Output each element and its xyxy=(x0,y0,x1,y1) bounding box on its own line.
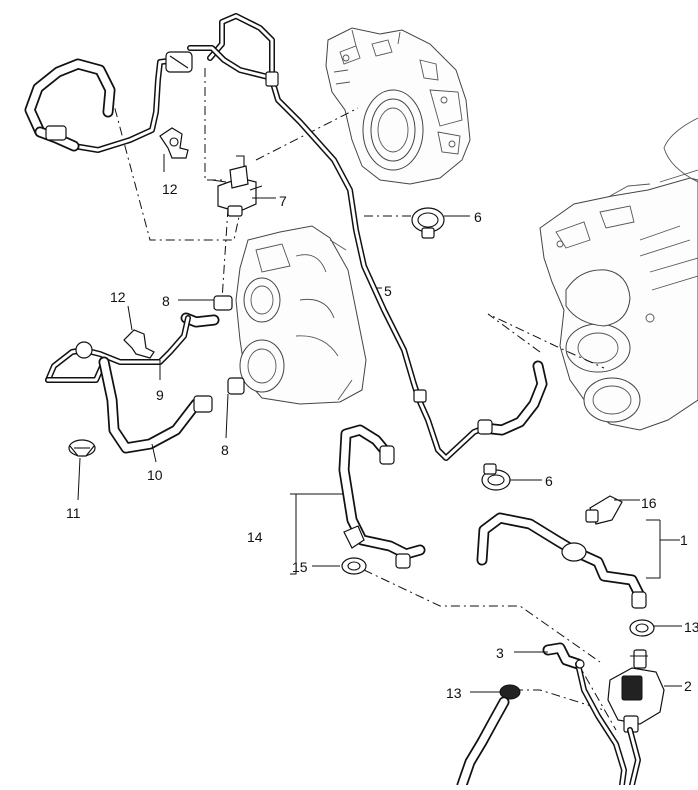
throttle-body-drawing xyxy=(325,27,471,185)
clip-11 xyxy=(68,439,96,457)
connector-16 xyxy=(585,495,623,525)
turbocharger-right-drawing xyxy=(539,169,698,431)
clamp-6-upper xyxy=(411,207,445,239)
leader-lines xyxy=(77,154,682,693)
vacuum-line-9 xyxy=(45,315,191,383)
hose-14 xyxy=(338,424,426,569)
connector-8-lower xyxy=(227,377,245,395)
callout-7: 7 xyxy=(279,193,287,209)
hose-1 xyxy=(476,512,647,609)
callout-9: 9 xyxy=(156,387,164,403)
callout-12-upper: 12 xyxy=(162,181,178,197)
callout-8-lower: 8 xyxy=(221,442,229,458)
callout-10: 10 xyxy=(147,467,163,483)
callout-1: 1 xyxy=(680,532,688,548)
callout-5: 5 xyxy=(384,283,392,299)
clip-15 xyxy=(341,525,367,575)
callout-labels: 1 2 3 13 5 6 6 7 8 8 9 10 11 12 12 13 14… xyxy=(66,181,698,701)
callout-2: 2 xyxy=(684,678,692,694)
callout-11: 11 xyxy=(66,505,81,521)
callout-16: 16 xyxy=(641,495,657,511)
dashed-routing-lines xyxy=(109,68,617,731)
right-edge-cover xyxy=(663,117,698,183)
callout-12-left: 12 xyxy=(110,289,126,305)
callout-3: 3 xyxy=(496,645,504,661)
hose-10 xyxy=(98,356,213,454)
clamp-6-lower xyxy=(481,463,511,491)
upper-left-hose xyxy=(24,51,193,152)
turbocharger-left-drawing xyxy=(235,225,367,405)
solenoid-valve-7 xyxy=(211,155,263,217)
callout-6-lower: 6 xyxy=(545,473,553,489)
callout-13-right: 13 xyxy=(684,619,698,635)
hose-13-lower xyxy=(456,684,521,790)
callout-6-upper: 6 xyxy=(474,209,482,225)
valve-2 xyxy=(607,649,665,733)
clamp-13-right xyxy=(629,619,655,637)
callout-8-upper: 8 xyxy=(162,293,170,309)
callout-14: 14 xyxy=(247,529,263,545)
callout-15: 15 xyxy=(292,559,308,575)
tube-3 xyxy=(542,642,641,788)
vacuum-line-5 xyxy=(71,13,487,461)
clip-12-upper xyxy=(159,127,189,159)
hose-to-turbo xyxy=(413,360,548,436)
callout-13-lower: 13 xyxy=(446,685,462,701)
